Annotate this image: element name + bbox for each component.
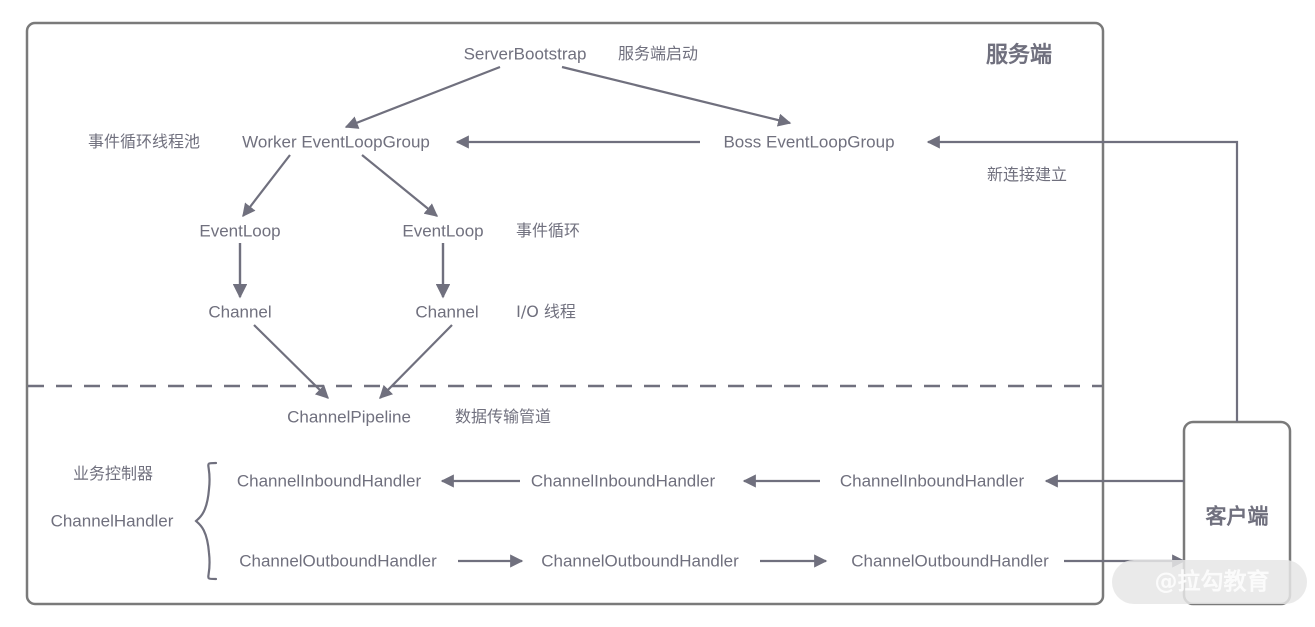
watermark-pill — [1112, 560, 1307, 604]
arrow-channel-right-to-pipeline — [379, 324, 453, 399]
note-event-loop-pool: 事件循环线程池 — [87, 132, 201, 151]
title-client: 客户端 — [1205, 504, 1269, 529]
arrow-worker-to-eventloop-right — [361, 154, 439, 217]
arrow-worker-to-eventloop-left — [242, 154, 291, 218]
note-new-connection: 新连接建立 — [986, 165, 1068, 184]
note-business-controller: 业务控制器 — [72, 464, 154, 483]
node-worker-event-loop-group: Worker EventLoopGroup — [242, 132, 430, 152]
arrow-bootstrap-to-boss — [561, 65, 792, 127]
watermark-text: @拉勾教育 — [1154, 569, 1270, 595]
node-channel-right: Channel — [415, 302, 479, 322]
note-data-pipeline: 数据传输管道 — [454, 407, 552, 426]
server-boundary-box — [25, 21, 1105, 606]
node-outbound-handler-1: ChannelOutboundHandler — [239, 551, 437, 571]
node-inbound-handler-2: ChannelInboundHandler — [530, 471, 716, 491]
note-event-loop: 事件循环 — [515, 221, 581, 240]
arrow-client-to-boss-new-connection — [926, 135, 1239, 422]
note-server-bootstrap: 服务端启动 — [617, 44, 699, 63]
node-event-loop-left: EventLoop — [199, 221, 281, 241]
node-boss-event-loop-group: Boss EventLoopGroup — [723, 132, 895, 152]
node-outbound-handler-3: ChannelOutboundHandler — [851, 551, 1049, 571]
node-channel-left: Channel — [208, 302, 272, 322]
node-server-bootstrap: ServerBootstrap — [463, 44, 587, 64]
title-server: 服务端 — [985, 43, 1053, 68]
note-io-thread: I/O 线程 — [516, 302, 576, 321]
node-event-loop-right: EventLoop — [402, 221, 484, 241]
arrow-bootstrap-to-worker — [344, 65, 501, 129]
channel-handler-brace — [194, 461, 218, 581]
node-inbound-handler-3: ChannelInboundHandler — [839, 471, 1025, 491]
arrow-channel-left-to-pipeline — [253, 324, 329, 399]
node-inbound-handler-1: ChannelInboundHandler — [236, 471, 422, 491]
node-channel-pipeline: ChannelPipeline — [287, 407, 411, 427]
node-channel-handler: ChannelHandler — [50, 511, 174, 531]
node-outbound-handler-2: ChannelOutboundHandler — [541, 551, 739, 571]
